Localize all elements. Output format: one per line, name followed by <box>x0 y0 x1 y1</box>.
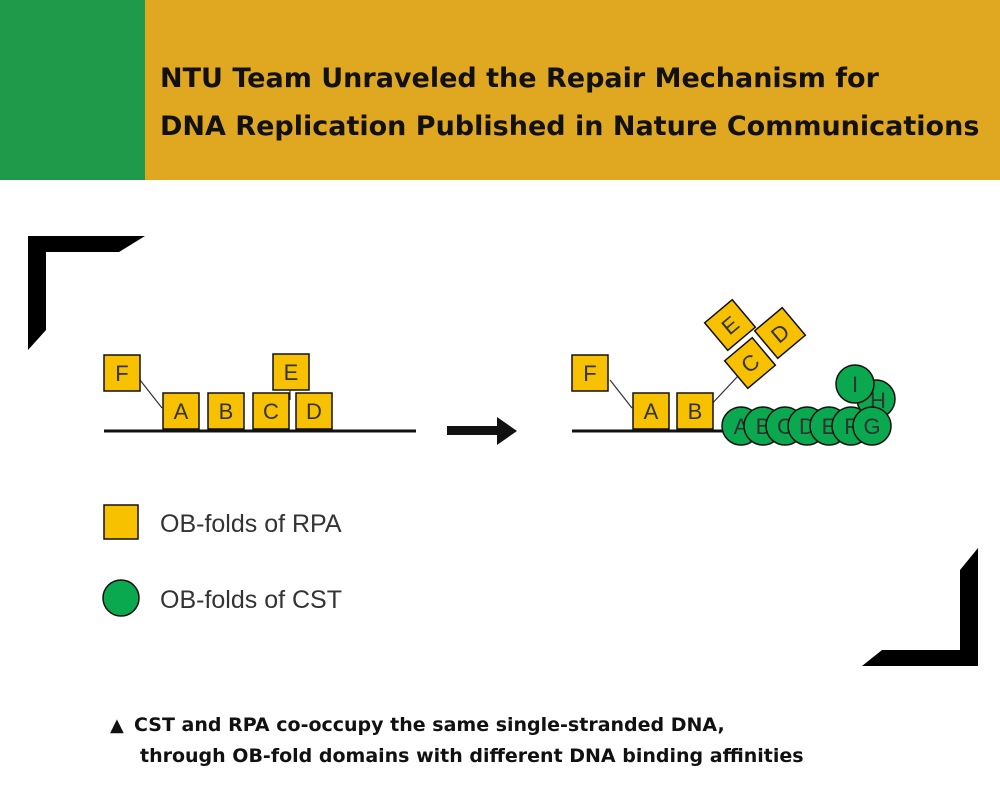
rpa-box-d: D <box>295 392 333 430</box>
rpa-box-d: D <box>753 306 807 360</box>
caption-text-1: CST and RPA co-occupy the same single-st… <box>134 714 725 736</box>
corner-bracket-icon <box>862 548 978 666</box>
rpa-box-c: C <box>723 336 777 390</box>
legend-rpa-swatch <box>103 504 139 540</box>
left-panel: F A B C D E <box>103 353 416 433</box>
cst-circle-i: I <box>835 364 875 404</box>
rpa-box-f: F <box>103 354 141 392</box>
svg-text:A: A <box>174 399 189 424</box>
svg-text:F: F <box>115 361 128 386</box>
svg-text:C: C <box>263 399 279 424</box>
legend-cst-label: OB-folds of CST <box>160 586 342 614</box>
diagram-svg: F A B C D E <box>28 236 978 666</box>
title-line-2: DNA Replication Published in Nature Comm… <box>160 111 980 142</box>
svg-text:B: B <box>688 399 703 424</box>
legend-rpa: OB-folds of RPA <box>103 504 342 540</box>
rpa-box-e: E <box>272 353 310 391</box>
legend-cst: OB-folds of CST <box>102 579 342 617</box>
rpa-box-b: B <box>207 392 245 430</box>
title-line-1: NTU Team Unraveled the Repair Mechanism … <box>160 63 879 94</box>
svg-text:G: G <box>863 414 880 439</box>
legend-rpa-label: OB-folds of RPA <box>160 510 342 538</box>
page-title: NTU Team Unraveled the Repair Mechanism … <box>160 55 990 151</box>
diagram-figure: F A B C D E <box>0 180 1000 680</box>
caption-line-1: ▲ CST and RPA co-occupy the same single-s… <box>110 710 970 741</box>
green-accent-block <box>0 0 145 180</box>
rpa-box-b: B <box>676 392 714 430</box>
svg-text:F: F <box>583 361 596 386</box>
rpa-box-e: E <box>703 298 757 352</box>
linker-line <box>609 379 633 409</box>
rpa-box-a: A <box>162 392 200 430</box>
linker-line <box>139 379 163 409</box>
caption-line-2: through OB-fold domains with different D… <box>140 745 804 767</box>
cst-circle-g: G <box>852 406 892 446</box>
svg-text:E: E <box>284 360 299 385</box>
svg-text:B: B <box>219 399 234 424</box>
rpa-box-c: C <box>252 392 290 430</box>
rpa-box-f: F <box>571 354 609 392</box>
arrow-right-icon <box>447 417 517 445</box>
legend: OB-folds of RPA OB-folds of CST <box>102 504 342 617</box>
header-banner: NTU Team Unraveled the Repair Mechanism … <box>0 0 1000 180</box>
right-panel: F A B C D E <box>571 298 896 446</box>
legend-cst-swatch <box>102 579 140 617</box>
rpa-box-a: A <box>632 392 670 430</box>
svg-text:A: A <box>644 399 659 424</box>
triangle-marker-icon: ▲ <box>110 715 124 736</box>
corner-bracket-icon <box>28 236 145 350</box>
svg-text:I: I <box>852 372 858 397</box>
figure-caption: ▲ CST and RPA co-occupy the same single-s… <box>110 710 970 771</box>
svg-text:D: D <box>306 399 322 424</box>
